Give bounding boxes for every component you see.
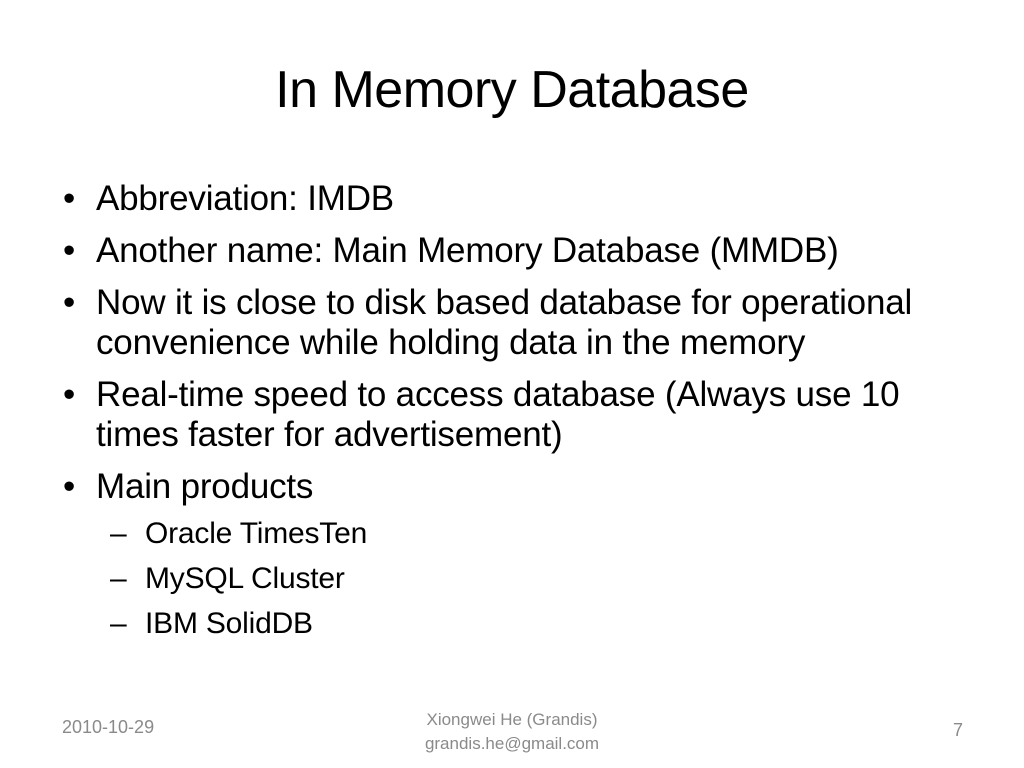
bullet-dot-marker: • <box>63 179 76 218</box>
bullet-item: • Main products <box>63 467 960 507</box>
bullet-text: Another name: Main Memory Database (MMDB… <box>96 231 839 270</box>
bullet-text: MySQL Cluster <box>145 562 345 595</box>
footer-date: 2010-10-29 <box>62 717 155 737</box>
bullet-dash-marker: – <box>110 562 127 595</box>
bullet-dash-marker: – <box>110 607 127 640</box>
slide-number: 7 <box>952 720 963 740</box>
footer-author-block: Xiongwei He (Grandis) grandis.he@gmail.c… <box>0 708 1024 756</box>
sub-bullet-item: –IBM SolidDB <box>63 606 960 642</box>
bullet-text: Abbreviation: IMDB <box>96 179 394 218</box>
bullet-item: • Now it is close to disk based database … <box>63 283 960 363</box>
sub-bullet-item: –Oracle TimesTen <box>63 516 960 552</box>
bullet-dot-marker: • <box>63 467 76 506</box>
bullet-text: Oracle TimesTen <box>145 517 368 550</box>
bullet-dot-marker: • <box>63 231 76 270</box>
bullet-text: Main products <box>96 467 314 506</box>
footer-author-email: grandis.he@gmail.com <box>424 734 600 753</box>
bullet-item: • Abbreviation: IMDB <box>63 179 960 219</box>
bullet-list: • Abbreviation: IMDB • Another name: Main M… <box>63 179 960 642</box>
bullet-text: Now it is close to disk based database f… <box>96 283 913 362</box>
bullet-text: IBM SolidDB <box>145 607 313 640</box>
bullet-text: Real-time speed to access database (Alwa… <box>96 375 900 454</box>
bullet-dot-marker: • <box>63 283 76 322</box>
slide-title: In Memory Database <box>275 61 749 119</box>
bullet-dash-marker: – <box>110 517 127 550</box>
bullet-dot-marker: • <box>63 375 76 414</box>
bullet-item: • Real-time speed to access database (Alw… <box>63 375 960 455</box>
sub-bullet-item: –MySQL Cluster <box>63 561 960 597</box>
bullet-item: • Another name: Main Memory Database (MMD… <box>63 231 960 271</box>
footer-author-name: Xiongwei He (Grandis) <box>426 710 598 729</box>
